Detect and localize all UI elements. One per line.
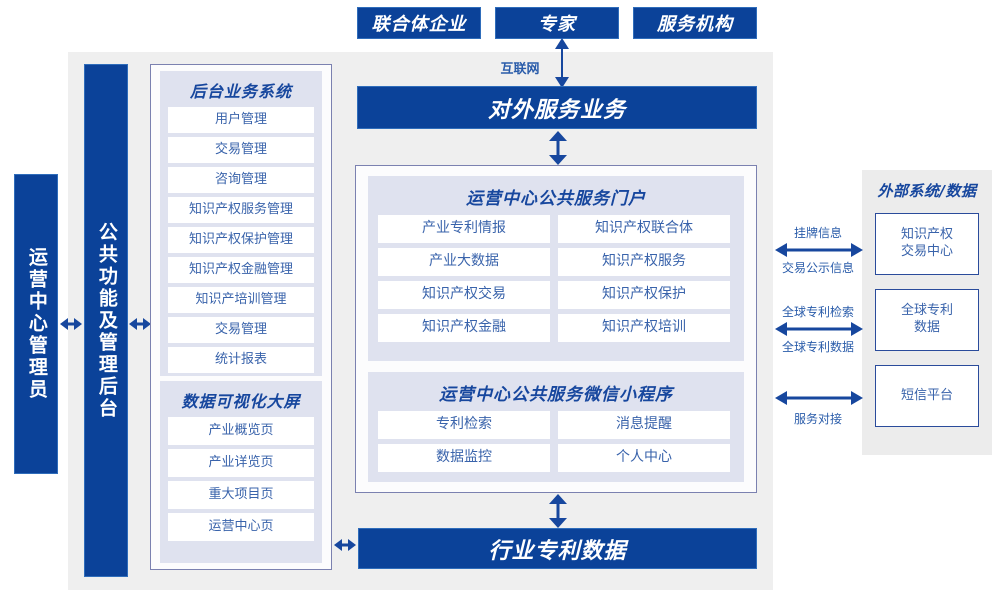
portal-item[interactable]: 知识产权金融 [378,314,550,342]
backend-item[interactable]: 用户管理 [168,107,314,133]
role-label: 公共功能及管理后台 [95,221,118,420]
bottom-bar-label: 行业专利数据 [488,538,627,564]
actor-label: 联合体企业 [371,14,467,35]
wechat-miniapp-panel: 运营中心公共服务微信小程序 专利检索 消息提醒 数据监控 个人中心 [368,372,744,482]
actor-label: 专家 [538,14,576,35]
external-service-bar[interactable]: 对外服务业务 [357,86,757,129]
miniapp-item[interactable]: 数据监控 [378,444,550,472]
internet-label: 互联网 [500,62,540,77]
backend-to-panel-arrow-icon [129,318,151,330]
industry-patent-data-bar[interactable]: 行业专利数据 [358,528,757,569]
backend-business-panel: 后台业务系统 用户管理 交易管理 咨询管理 知识产权服务管理 知识产权保护管理 … [160,71,322,376]
actor-label: 服务机构 [657,14,733,35]
actor-box-1[interactable]: 专家 [495,7,619,39]
backend-item[interactable]: 知识产权金融管理 [168,257,314,283]
service-to-portal-arrow-icon [549,131,567,165]
actor-box-0[interactable]: 联合体企业 [357,7,481,39]
portal-item[interactable]: 知识产权交易 [378,281,550,309]
backend-item[interactable]: 知识产权保护管理 [168,227,314,253]
external-item-ip-trading-center[interactable]: 知识产权 交易中心 [875,213,979,275]
external-service-label: 对外服务业务 [487,97,626,123]
connector-label-below-0: 交易公示信息 [781,261,854,275]
backend-item[interactable]: 知识产培训管理 [168,287,314,313]
external-connector-arrow-icon-1 [775,322,863,336]
portal-to-bottom-arrow-icon [549,494,567,528]
role-operations-admin[interactable]: 运营中心管理员 [14,174,58,474]
dataviz-item[interactable]: 重大项目页 [168,481,314,509]
external-connector-arrow-icon-2 [775,391,863,405]
connector-label-below-2: 服务对接 [793,412,842,426]
backend-item[interactable]: 交易管理 [168,137,314,163]
backend-panel-title: 后台业务系统 [189,82,292,101]
data-visualization-panel: 数据可视化大屏 产业概览页 产业详览页 重大项目页 运营中心页 [160,381,322,563]
backend-item[interactable]: 知识产权服务管理 [168,197,314,223]
external-item-sms-platform[interactable]: 短信平台 [875,365,979,427]
portal-item[interactable]: 知识产权联合体 [558,215,730,243]
panel-to-bottom-arrow-icon [334,539,356,551]
external-connector-arrow-icon-0 [775,243,863,257]
portal-panel-title: 运营中心公共服务门户 [466,189,646,209]
portal-item[interactable]: 产业大数据 [378,248,550,276]
external-panel-title: 外部系统/数据 [877,182,977,200]
admin-to-backend-arrow-icon [60,318,82,330]
dataviz-item[interactable]: 产业详览页 [168,449,314,477]
dataviz-item[interactable]: 产业概览页 [168,417,314,445]
backend-item[interactable]: 统计报表 [168,347,314,373]
portal-item[interactable]: 产业专利情报 [378,215,550,243]
external-item-global-patent-data[interactable]: 全球专利 数据 [875,289,979,351]
portal-item[interactable]: 知识产权保护 [558,281,730,309]
operations-portal-panel: 运营中心公共服务门户 产业专利情报 知识产权联合体 产业大数据 知识产权服务 知… [368,176,744,361]
portal-item[interactable]: 知识产权服务 [558,248,730,276]
connector-label-above-1: 全球专利检索 [781,305,854,319]
actor-box-2[interactable]: 服务机构 [633,7,757,39]
dataviz-panel-title: 数据可视化大屏 [181,392,301,411]
miniapp-panel-title: 运营中心公共服务微信小程序 [439,385,673,405]
backend-item[interactable]: 交易管理 [168,317,314,343]
dataviz-item[interactable]: 运营中心页 [168,513,314,541]
role-common-function-backend[interactable]: 公共功能及管理后台 [84,64,128,577]
portal-item[interactable]: 知识产权培训 [558,314,730,342]
miniapp-item[interactable]: 消息提醒 [558,411,730,439]
connector-label-below-1: 全球专利数据 [781,340,854,354]
connector-label-above-0: 挂牌信息 [793,226,842,240]
internet-arrow-icon [555,38,569,88]
miniapp-item[interactable]: 专利检索 [378,411,550,439]
backend-item[interactable]: 咨询管理 [168,167,314,193]
role-label: 运营中心管理员 [25,247,48,401]
miniapp-item[interactable]: 个人中心 [558,444,730,472]
